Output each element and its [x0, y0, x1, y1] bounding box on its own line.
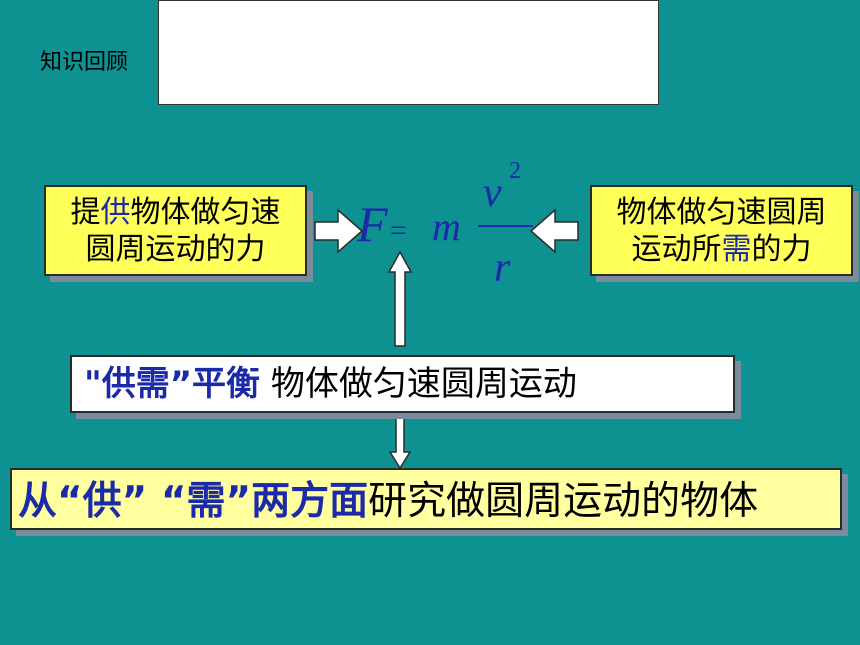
- conclusion-box: [10, 468, 842, 530]
- up-arrow-icon: [387, 250, 413, 347]
- formula-r: r: [494, 245, 511, 291]
- balance-box: "供需”平衡 物体做匀速圆周运动: [70, 355, 735, 413]
- supply-line-2: 圆周运动的力: [85, 232, 266, 267]
- formula-F: F: [357, 196, 388, 252]
- balance-text: 物体做匀速圆周运动: [270, 364, 577, 404]
- demand-line-2: 运动所需的力: [631, 232, 812, 267]
- title-box: [158, 0, 659, 105]
- formula-v: v: [483, 170, 502, 216]
- down-arrow-icon: [388, 411, 412, 470]
- formula-m: m: [432, 204, 461, 249]
- demand-line-1: 物体做匀速圆周: [616, 195, 827, 230]
- formula-equals: =: [390, 214, 407, 247]
- supply-force-box: 提供物体做匀速 圆周运动的力: [44, 185, 307, 276]
- conclusion-text: 从“供” “需”两方面研究做圆周运动的物体: [18, 479, 759, 524]
- slide-heading: 知识回顾: [40, 50, 129, 75]
- supply-line-1: 提供物体做匀速: [70, 195, 281, 230]
- demand-force-box: 物体做匀速圆周 运动所需的力: [590, 185, 853, 276]
- right-arrow-icon: [314, 208, 364, 254]
- left-arrow-icon: [529, 208, 579, 254]
- balance-label: "供需”平衡: [84, 364, 261, 404]
- formula-exponent: 2: [509, 158, 521, 184]
